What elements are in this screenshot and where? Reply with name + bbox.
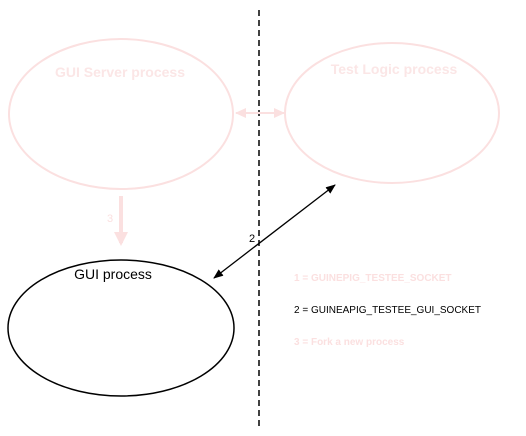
gui-process-label: GUI process [74, 266, 152, 282]
legend-item-3: 3 = Fork a new process [294, 337, 405, 348]
legend-item-2: 2 = GUINEAPIG_TESTEE_GUI_SOCKET [294, 305, 481, 316]
gui-server-node: GUI Server process [8, 38, 234, 190]
fork-arrowhead [114, 232, 128, 246]
gui-server-ellipse [8, 38, 234, 190]
test-logic-label: Test Logic process [331, 61, 458, 77]
fork-arrow-label: 3 [107, 213, 113, 225]
legend: 1 = GUINEPIG_TESTEE_SOCKET 2 = GUINEAPIG… [294, 273, 481, 348]
test-logic-ellipse [284, 42, 500, 184]
gui-process-node: GUI process [7, 259, 235, 397]
legend-item-1: 1 = GUINEPIG_TESTEE_SOCKET [294, 273, 452, 284]
test-logic-node: Test Logic process [284, 42, 500, 184]
gui-server-label: GUI Server process [55, 64, 185, 80]
testee-gui-socket-label: 2 [249, 233, 255, 245]
testee-gui-socket-arrow [213, 184, 336, 279]
gui-process-ellipse [7, 259, 235, 397]
